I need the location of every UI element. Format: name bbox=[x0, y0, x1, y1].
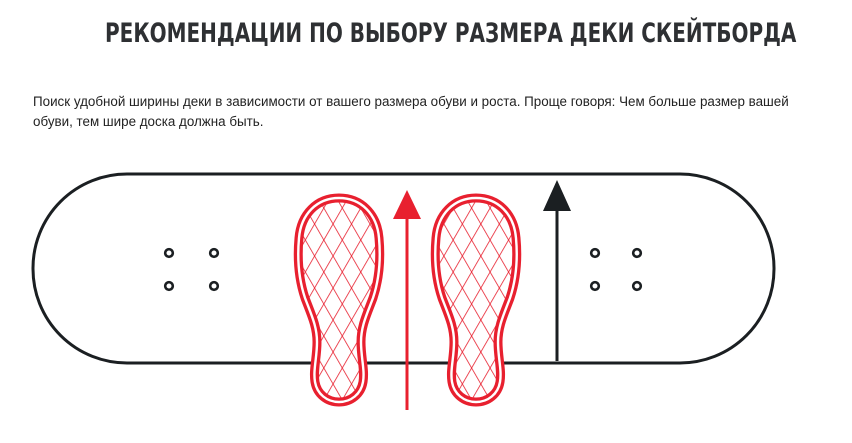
shoe-print-left bbox=[280, 180, 400, 420]
page-description: Поиск удобной ширины деки в зависимости … bbox=[33, 94, 789, 129]
shoe-length-arrow bbox=[393, 190, 421, 410]
shoe-print-right bbox=[417, 180, 537, 420]
truck-bolt-holes-left bbox=[163, 247, 220, 292]
skateboard-deck bbox=[31, 172, 776, 365]
deck-width-arrow bbox=[543, 180, 571, 361]
truck-bolt-holes-right bbox=[589, 247, 643, 292]
deck-size-diagram bbox=[31, 172, 776, 420]
page-title: РЕКОМЕНДАЦИИ ПО ВЫБОРУ РАЗМЕРА ДЕКИ СКЕЙ… bbox=[105, 18, 797, 49]
